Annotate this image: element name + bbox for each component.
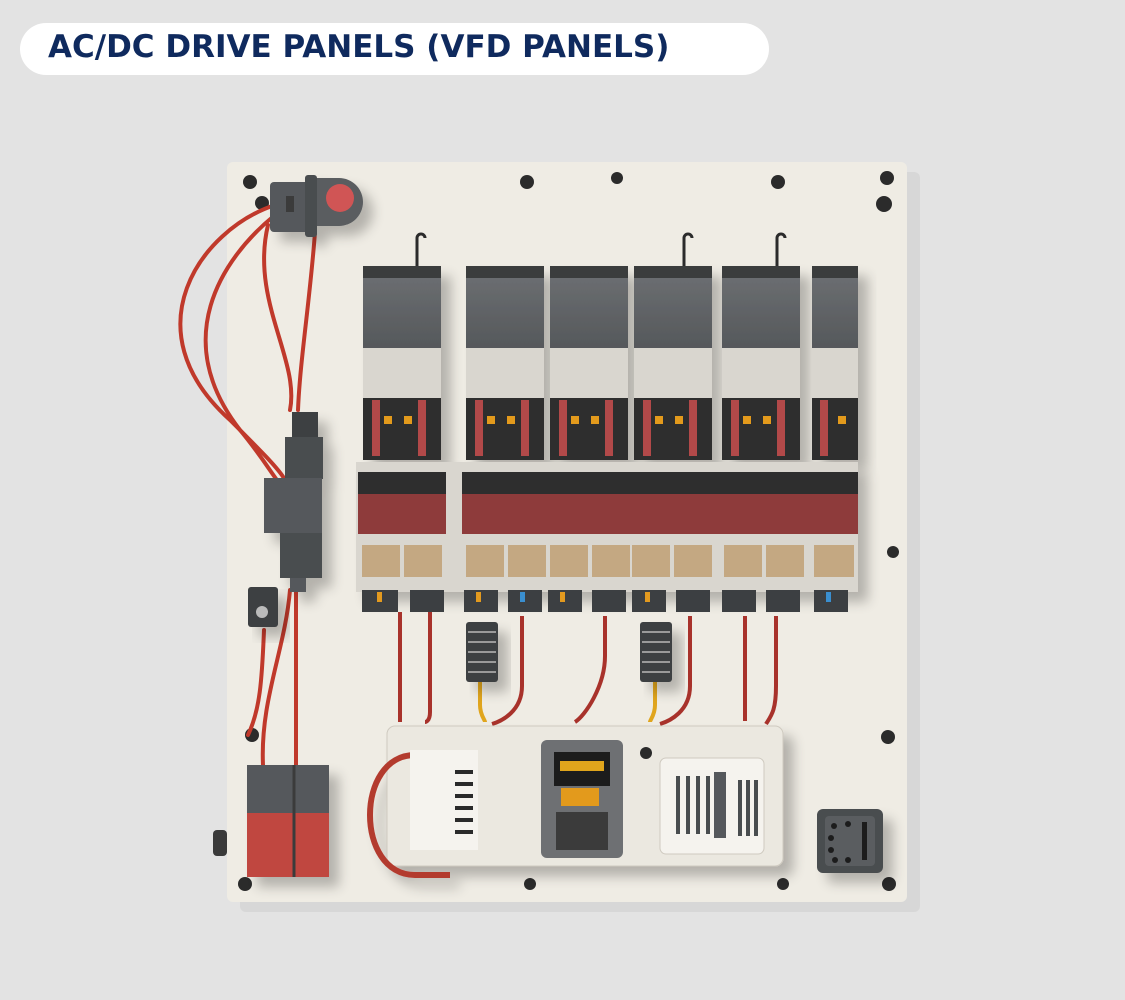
drive-module [550, 266, 628, 460]
cable-hooks [415, 232, 787, 266]
drive-module [722, 266, 800, 460]
relay-terminal-block [659, 757, 765, 855]
wiring-center [398, 612, 778, 726]
drive-module [363, 266, 441, 460]
drive-module [812, 266, 858, 460]
heatsink-filter [640, 622, 672, 682]
terminal-blocks [362, 590, 848, 612]
breaker-row [356, 462, 858, 592]
wiring-left [178, 203, 317, 767]
drive-module [466, 266, 544, 460]
terminal-indicators [377, 592, 831, 602]
drive-module [634, 266, 712, 460]
socket-outlet [817, 809, 883, 873]
keypad-display-unit [541, 740, 623, 858]
bottom-rail [367, 725, 784, 878]
inline-fuse-holder [264, 412, 323, 592]
dual-contactor [247, 765, 329, 877]
mounting-holes [238, 171, 899, 891]
breaker-strip [358, 472, 858, 577]
drive-modules [363, 232, 858, 460]
ground-terminal [248, 587, 278, 627]
heatsink-filter [466, 622, 498, 682]
page-title: AC/DC DRIVE PANELS (VFD PANELS) [48, 29, 670, 65]
wire-harness-connector [367, 750, 478, 878]
emergency-stop-switch [270, 175, 363, 237]
title-banner: AC/DC DRIVE PANELS (VFD PANELS) [20, 23, 769, 75]
wiring-yellow [478, 680, 657, 723]
